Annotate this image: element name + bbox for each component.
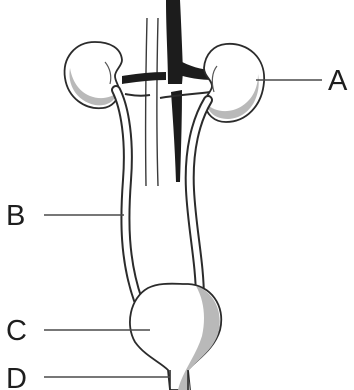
right-kidney — [204, 44, 264, 122]
vena-cava-lower — [171, 90, 182, 182]
blood-vessels — [122, 0, 214, 186]
left-kidney — [65, 42, 122, 108]
aorta — [146, 18, 158, 186]
bladder — [130, 284, 221, 390]
left-renal-vein — [122, 72, 166, 84]
ureters — [116, 90, 208, 300]
label-a: A — [328, 65, 348, 97]
label-c: C — [6, 315, 27, 347]
label-d: D — [6, 363, 27, 390]
right-renal-artery — [160, 92, 210, 98]
label-b: B — [6, 200, 25, 232]
